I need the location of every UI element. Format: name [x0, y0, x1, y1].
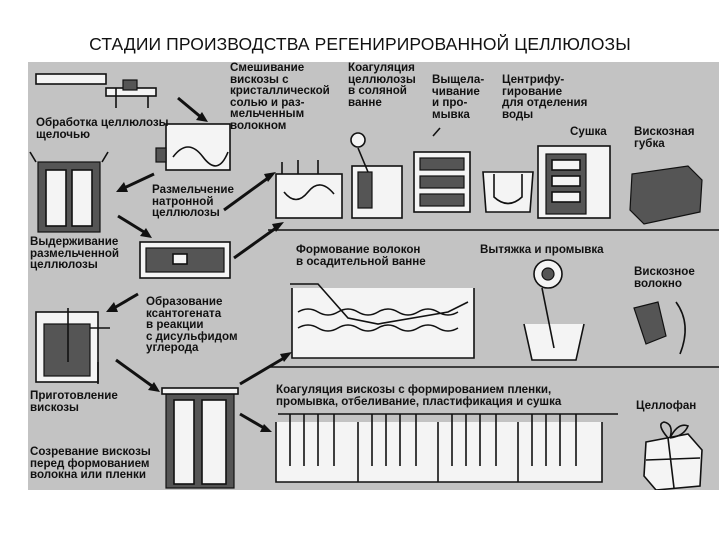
spinning-bath: [290, 283, 475, 359]
stage-label-mixing: Смешивание вискозы с кристаллической сол…: [230, 61, 330, 132]
alkali-press-equipment: [35, 73, 157, 108]
process-illustrations: [29, 73, 719, 490]
flow-arrows: [106, 96, 292, 432]
drying-oven: [537, 145, 611, 219]
product-label-fiber: Вискозное волокно: [634, 265, 695, 290]
ripening-tanks: [161, 387, 239, 489]
stage-label-film: Коагуляция вискозы с формированием пленк…: [276, 383, 562, 408]
viscose-fiber-product: [633, 301, 686, 355]
viscose-sponge-product: [629, 165, 703, 225]
stage-label-drying: Сушка: [570, 125, 607, 138]
shredder-equipment: [155, 123, 231, 171]
centrifuge: [482, 171, 534, 213]
leaching-trays: [413, 127, 471, 213]
stage-label-dissolving: Приготовление вискозы: [30, 389, 118, 414]
stage-label-ripening: Созревание вискозы перед формованием вол…: [30, 445, 151, 481]
stage-label-spinning: Формование волокон в осадительной ванне: [296, 243, 426, 268]
mixing-vessel: [275, 160, 343, 219]
stage-label-stretching: Вытяжка и промывка: [480, 243, 604, 256]
xanthate-churn: [139, 241, 231, 279]
stage-label-alkali-treatment: Обработка целлюлозы щелочью: [36, 116, 169, 141]
dissolver-tank: [35, 308, 110, 384]
product-label-sponge: Вискозная губка: [634, 125, 695, 150]
film-line: [275, 413, 618, 483]
stage-label-leaching: Выщела- чивание и про- мывка: [432, 73, 485, 121]
coagulation-bath: [350, 132, 403, 219]
page-title: СТАДИИ ПРОИЗВОДСТВА РЕГЕНИРИРОВАННОЙ ЦЕЛ…: [89, 34, 631, 54]
cellophane-gift-box: [643, 421, 703, 490]
stage-label-centrifuge: Центрифу- гирование для отделения воды: [502, 73, 588, 121]
stage-label-aging: Выдерживание размельченной целлюлозы: [30, 235, 120, 271]
stretching-unit: [523, 259, 585, 361]
aging-tanks: [29, 151, 109, 233]
stage-label-shredding: Размельчение натронной целлюлозы: [152, 183, 234, 219]
process-diagram-panel: Обработка целлюлозы щелочью Размельчение…: [28, 62, 719, 490]
product-label-cellophane: Целлофан: [636, 399, 697, 412]
stage-label-xanthate: Образование ксантогената в реакции с дис…: [146, 295, 238, 354]
stage-label-coagulation: Коагуляция целлюлозы в соляной ванне: [348, 61, 416, 109]
